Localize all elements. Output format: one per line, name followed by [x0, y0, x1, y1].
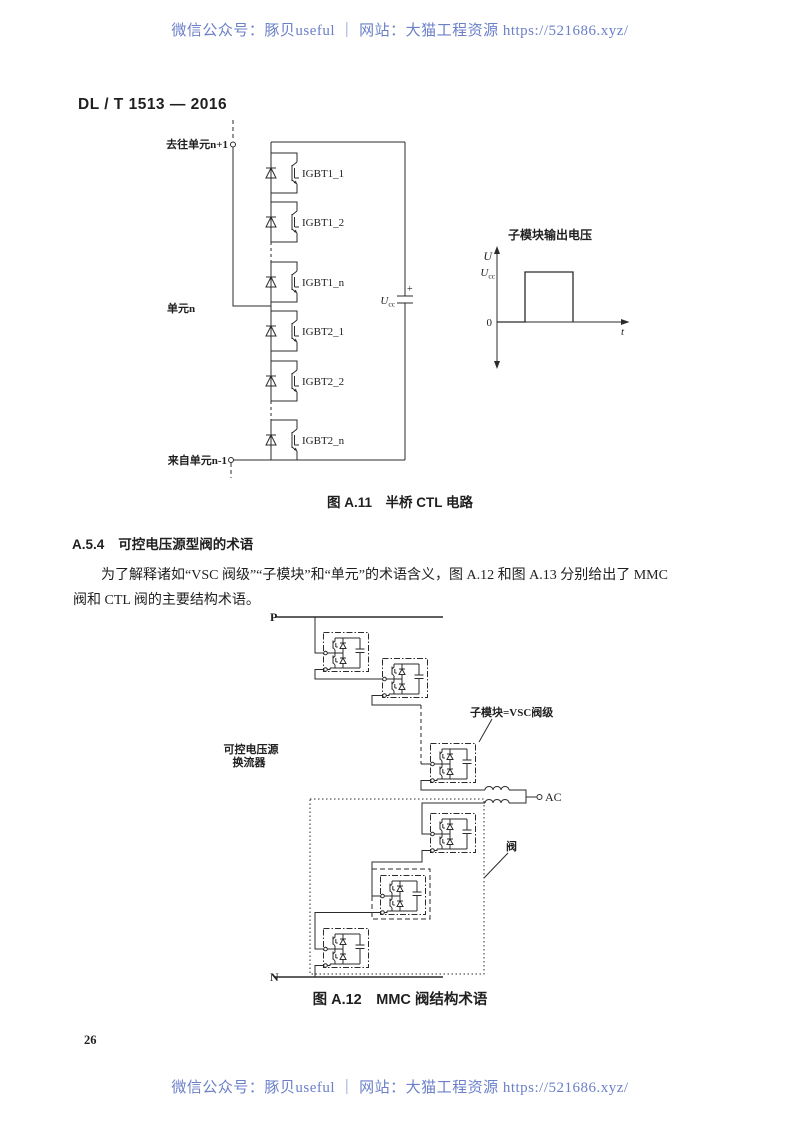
submodule — [323, 928, 369, 968]
converter-label: 可控电压源 换流器 — [224, 742, 279, 769]
to-unit-terminal — [231, 120, 272, 306]
paragraph-line: 为了解释诸如“VSC 阀级”“子模块”和“单元”的术语含义，图 A.12 和图 … — [101, 568, 668, 583]
igbt-label: IGBT1_2 — [302, 217, 344, 229]
figure-a11-diagram: IGBT1_1 IGBT1_2 IGBT1_n IGBT2_1 IGBT2_2 … — [166, 118, 630, 490]
n-label: N — [270, 970, 279, 984]
capacitor-voltage-label: Ucc — [380, 295, 395, 309]
waveform-level-label: Ucc — [480, 267, 495, 281]
unit-label: 单元n — [167, 301, 195, 315]
igbt-label: IGBT2_2 — [302, 376, 344, 388]
submodule-callout-line — [479, 719, 492, 742]
waveform-title: 子模块输出电压 — [508, 227, 592, 242]
section-heading: A.5.4 可控电压源型阀的术语 — [72, 533, 253, 553]
svg-text:换流器: 换流器 — [233, 755, 267, 769]
arm-wiring — [315, 617, 537, 977]
watermark-header: 微信公众号：豚贝useful ｜ 网站：大猫工程资源 https://52168… — [171, 23, 629, 39]
capacitor-plus-sign: + — [407, 284, 413, 295]
p-label: P — [270, 610, 277, 624]
standard-number: DL / T 1513 — 2016 — [78, 96, 228, 113]
section-title: 可控电压源型阀的术语 — [118, 537, 254, 552]
submodule — [380, 875, 426, 915]
submodule — [430, 813, 476, 853]
ac-terminal: AC — [537, 790, 562, 804]
valve-boundary-box — [310, 799, 484, 974]
n-rail: N — [270, 970, 443, 984]
section-number: A.5.4 — [72, 537, 105, 552]
figure-a12-caption: 图 A.12 MMC 阀结构术语 — [312, 992, 488, 1008]
cell-string-bus — [271, 142, 405, 460]
igbt-label: IGBT2_1 — [302, 326, 344, 338]
igbt-label: IGBT1_n — [302, 277, 345, 289]
dc-capacitor: + Ucc — [380, 142, 413, 460]
valve-label: 阀 — [506, 839, 517, 853]
submodule-outer-box — [372, 869, 430, 919]
waveform-zero-label: 0 — [487, 317, 493, 329]
valve-callout-line — [484, 853, 508, 878]
igbt-label: IGBT1_1 — [302, 168, 344, 180]
waveform-x-label: t — [621, 326, 625, 338]
ac-label: AC — [545, 790, 562, 804]
pulse-trace — [497, 272, 573, 322]
igbt-label: IGBT2_n — [302, 435, 345, 447]
arm-reactor — [485, 800, 509, 803]
page-number: 26 — [84, 1033, 97, 1047]
submodule — [323, 632, 369, 672]
paragraph-line: 阀和 CTL 阀的主要结构术语。 — [73, 593, 260, 608]
submodule-output-waveform: 子模块输出电压 U Ucc 0 t — [480, 227, 630, 369]
svg-text:可控电压源: 可控电压源 — [224, 742, 279, 756]
figure-a12-diagram: P AC — [224, 610, 562, 984]
watermark-footer: 微信公众号：豚贝useful ｜ 网站：大猫工程资源 https://52168… — [171, 1080, 629, 1096]
arm-reactor — [485, 787, 509, 791]
from-unit-terminal — [229, 458, 406, 479]
to-unit-label: 去往单元n+1 — [166, 137, 228, 151]
from-unit-label: 来自单元n-1 — [167, 453, 227, 467]
waveform-y-label: U — [483, 249, 493, 263]
submodule — [382, 658, 428, 698]
body-paragraph: 为了解释诸如“VSC 阀级”“子模块”和“单元”的术语含义，图 A.12 和图 … — [73, 563, 729, 613]
p-rail: P — [270, 610, 443, 624]
figure-a11-caption: 图 A.11 半桥 CTL 电路 — [326, 495, 474, 510]
submodule — [430, 743, 476, 783]
submodule-label: 子模块=VSC阀级 — [470, 705, 554, 719]
